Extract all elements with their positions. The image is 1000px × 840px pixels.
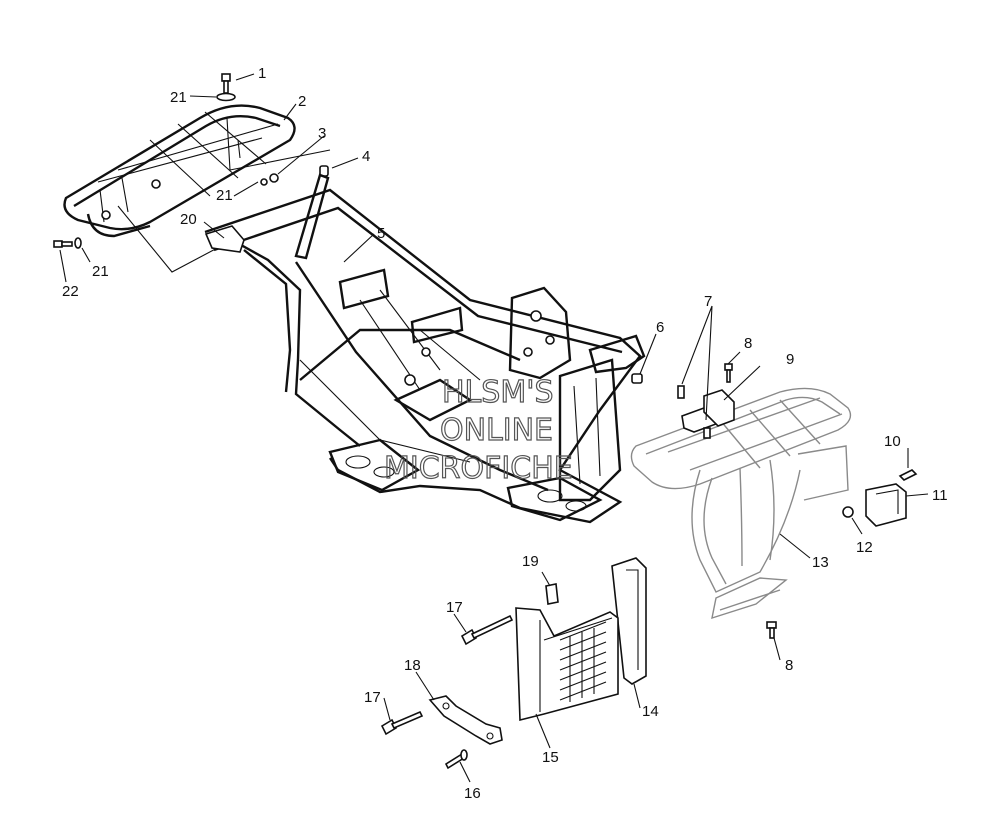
bolt-8-icon — [724, 363, 733, 383]
rear-rack — [63, 104, 296, 238]
callout-leaders — [59, 73, 929, 783]
callout-14: 14 — [642, 703, 659, 720]
plate-9-icon — [703, 389, 735, 427]
watermark-line-3: MICROFICHE — [384, 451, 573, 486]
callout-21-mid: 21 — [216, 187, 233, 204]
callout-12: 12 — [856, 539, 873, 556]
callout-18: 18 — [404, 657, 421, 674]
callout-11: 11 — [932, 487, 948, 504]
clip-19-icon — [545, 583, 559, 605]
callout-8-upper: 8 — [744, 335, 752, 352]
main-frame — [204, 173, 646, 524]
screen-15 — [515, 607, 619, 722]
bolt-10-icon — [898, 469, 918, 481]
bracket-18-icon — [428, 695, 503, 745]
leaders-7-9 — [681, 305, 761, 421]
callout-21-left: 21 — [92, 263, 109, 280]
rack-bolt-leader — [226, 117, 331, 171]
callout-5: 5 — [377, 225, 385, 242]
bolt-17-upper-icon — [460, 614, 514, 646]
callout-20: 20 — [180, 211, 197, 228]
callout-17-upper: 17 — [446, 599, 463, 616]
callout-labels: 1 2 3 4 5 6 7 8 8 9 10 11 12 13 14 15 16… — [62, 65, 948, 802]
callout-6: 6 — [656, 319, 664, 336]
callout-15: 15 — [542, 749, 559, 766]
callout-10: 10 — [884, 433, 901, 450]
nut-3-icon — [260, 173, 279, 186]
callout-16: 16 — [464, 785, 481, 802]
nut-12-icon — [842, 506, 854, 518]
grille-slots — [559, 621, 607, 702]
light-11-icon — [865, 483, 907, 527]
callout-4: 4 — [362, 148, 370, 165]
callout-3: 3 — [318, 125, 326, 142]
callout-13: 13 — [812, 554, 829, 571]
bolt-8b-icon — [766, 621, 777, 639]
bolt-1-icon — [216, 73, 236, 102]
callout-2: 2 — [298, 93, 306, 110]
callout-22: 22 — [62, 283, 79, 300]
screen-14 — [611, 557, 647, 685]
bolt-22-icon — [53, 237, 82, 249]
callout-8-lower: 8 — [785, 657, 793, 674]
bracket-20-icon — [204, 225, 245, 253]
callout-9: 9 — [786, 351, 794, 368]
callout-17-lower: 17 — [364, 689, 381, 706]
front-bumper-rack — [630, 387, 852, 620]
callout-19: 19 — [522, 553, 539, 570]
clip-16-icon — [444, 749, 468, 770]
watermark-line-1: HLSM'S — [442, 375, 554, 410]
watermark-line-2: ONLINE — [440, 413, 553, 448]
callout-7: 7 — [704, 293, 712, 310]
spacer-6-icon — [631, 373, 643, 384]
callout-1: 1 — [258, 65, 266, 82]
watermark: HLSM'S ONLINE MICROFICHE — [383, 374, 573, 486]
callout-21-top: 21 — [170, 89, 187, 106]
bolt-17-lower-icon — [380, 710, 424, 736]
